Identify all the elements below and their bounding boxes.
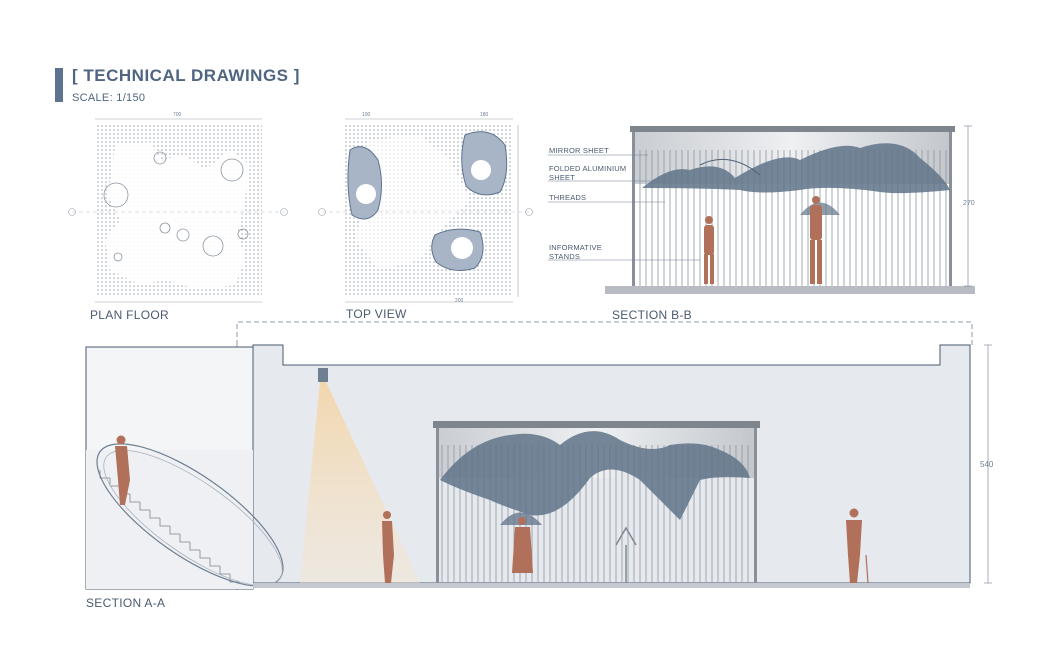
stair-step — [209, 558, 220, 567]
stair-step — [169, 526, 180, 535]
section-bb-caption: SECTION B-B — [612, 308, 692, 322]
section-aa-drawing — [85, 321, 992, 590]
plan-floor-drawing — [68, 118, 288, 303]
stair-step — [129, 494, 140, 503]
section-bb-height-dimension: 270 — [963, 200, 975, 207]
stair-step — [149, 510, 160, 519]
stair-step — [219, 566, 230, 575]
top-view-caption: TOP VIEW — [346, 307, 407, 321]
plan-width-dimension: 700 — [173, 112, 182, 118]
top-view-dimension-c: 200 — [455, 298, 464, 304]
informative-stands-label-line1: INFORMATIVE — [549, 243, 602, 252]
section-bb-drawing — [548, 125, 975, 294]
folded-aluminium-label-line1: FOLDED ALUMINIUM — [549, 164, 627, 173]
stair-step — [189, 542, 200, 551]
top-view-dimension-b: 180 — [480, 112, 489, 118]
stair-step — [199, 550, 210, 559]
stair-step — [139, 502, 150, 511]
top-view-dimension-a: 100 — [362, 112, 371, 118]
stair-step — [179, 534, 190, 543]
page-title: [ TECHNICAL DRAWINGS ] — [72, 66, 300, 85]
plan-floor-caption: PLAN FLOOR — [90, 308, 170, 322]
informative-stands-label-line2: STANDS — [549, 252, 581, 261]
section-aa-caption: SECTION A-A — [86, 596, 166, 610]
top-view-drawing — [318, 118, 533, 303]
folded-aluminium-label-line2: SHEET — [549, 173, 576, 182]
scale-label: SCALE: 1/150 — [72, 92, 146, 104]
threads-label: THREADS — [549, 193, 587, 202]
section-aa-height-dimension: 540 — [980, 460, 994, 469]
stair-step — [159, 518, 170, 527]
title-accent-bar — [55, 68, 63, 102]
mirror-sheet-label: MIRROR SHEET — [549, 146, 609, 155]
